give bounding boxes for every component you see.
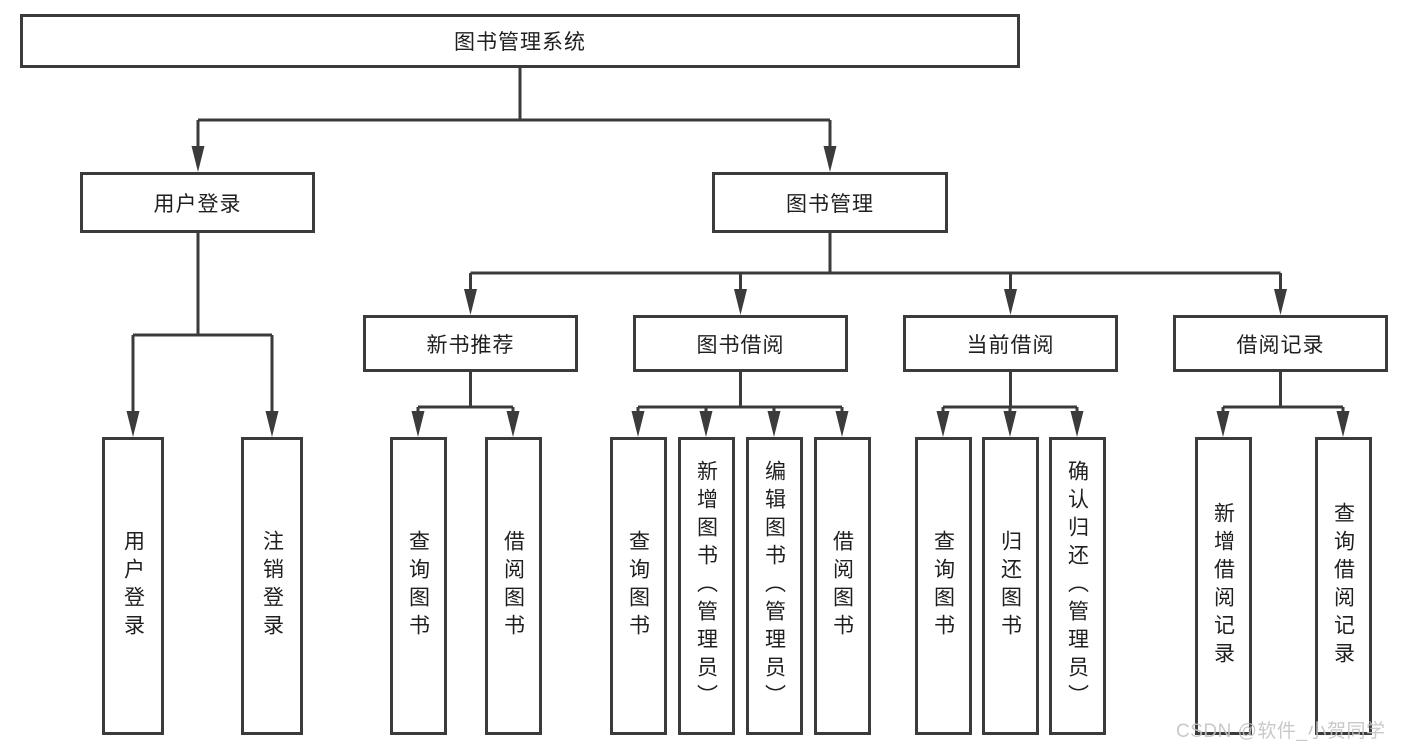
node-label: 注销登录 (260, 530, 284, 642)
arrowhead (734, 289, 747, 315)
node-label: 归还图书 (998, 530, 1022, 642)
node-label: 确认归还（管理员） (1065, 460, 1089, 712)
node-leaf-logout: 注销登录 (241, 437, 303, 735)
node-label: 借阅图书 (830, 530, 854, 642)
arrowhead (1336, 411, 1350, 437)
connector-user-login (131, 233, 274, 415)
node-leaf-query-borrow-record: 查询借阅记录 (1314, 437, 1372, 735)
node-label: 新增借阅记录 (1211, 502, 1235, 670)
node-root-system: 图书管理系统 (20, 14, 1020, 68)
arrowhead (767, 411, 781, 437)
node-leaf-add-book-admin: 新增图书（管理员） (677, 437, 735, 735)
arrowhead (1004, 289, 1017, 315)
arrowhead (1274, 289, 1287, 315)
node-label: 图书管理 (786, 192, 874, 216)
arrowhead (464, 289, 477, 315)
node-leaf-query-book: 查询图书 (389, 437, 447, 735)
node-leaf-borrow-book: 借阅图书 (484, 437, 542, 735)
node-label: 查询图书 (931, 530, 955, 642)
node-user-login: 用户登录 (80, 172, 315, 233)
node-label: 查询借阅记录 (1331, 502, 1355, 670)
node-book-management: 图书管理 (712, 172, 948, 233)
connector-new-book-recommend (416, 372, 515, 419)
arrowhead (1216, 411, 1230, 437)
node-leaf-confirm-return-admin: 确认归还（管理员） (1048, 437, 1106, 735)
node-label: 新书推荐 (426, 333, 515, 357)
node-book-borrow: 图书借阅 (633, 315, 848, 372)
node-leaf-return-book: 归还图书 (981, 437, 1039, 735)
node-label: 用户登录 (121, 530, 145, 642)
node-label: 查询图书 (406, 530, 430, 642)
arrowhead (506, 411, 520, 437)
arrowhead (835, 411, 849, 437)
arrowhead (631, 411, 645, 437)
arrowhead (1070, 411, 1084, 437)
arrowhead (936, 411, 950, 437)
node-leaf-query-book: 查询图书 (609, 437, 667, 735)
node-label: 借阅图书 (501, 530, 525, 642)
node-label: 用户登录 (153, 192, 242, 216)
arrowhead (823, 146, 837, 172)
connector-root (196, 68, 832, 150)
arrowhead (699, 411, 713, 437)
arrowhead (411, 411, 425, 437)
arrowhead (1003, 411, 1017, 437)
node-label: 编辑图书（管理员） (762, 460, 786, 712)
connector-book-management (469, 233, 1282, 295)
node-current-borrow: 当前借阅 (903, 315, 1118, 372)
node-leaf-add-borrow-record: 新增借阅记录 (1194, 437, 1252, 735)
node-leaf-borrow-book: 借阅图书 (813, 437, 871, 735)
connector-borrow-record (1221, 372, 1345, 419)
node-borrow-record: 借阅记录 (1173, 315, 1388, 372)
arrowhead (191, 146, 205, 172)
node-label: 当前借阅 (966, 333, 1055, 357)
arrowhead (265, 411, 279, 437)
connector-book-borrow (636, 372, 844, 419)
node-label: 新增图书（管理员） (694, 460, 718, 712)
arrowhead (126, 411, 140, 437)
node-leaf-user-login: 用户登录 (102, 437, 164, 735)
node-leaf-query-book: 查询图书 (914, 437, 972, 735)
node-label: 查询图书 (626, 530, 650, 642)
node-new-book-recommend: 新书推荐 (363, 315, 578, 372)
node-label: 图书管理系统 (454, 31, 586, 54)
node-leaf-edit-book-admin: 编辑图书（管理员） (745, 437, 803, 735)
node-label: 图书借阅 (696, 333, 785, 357)
node-label: 借阅记录 (1236, 333, 1325, 357)
